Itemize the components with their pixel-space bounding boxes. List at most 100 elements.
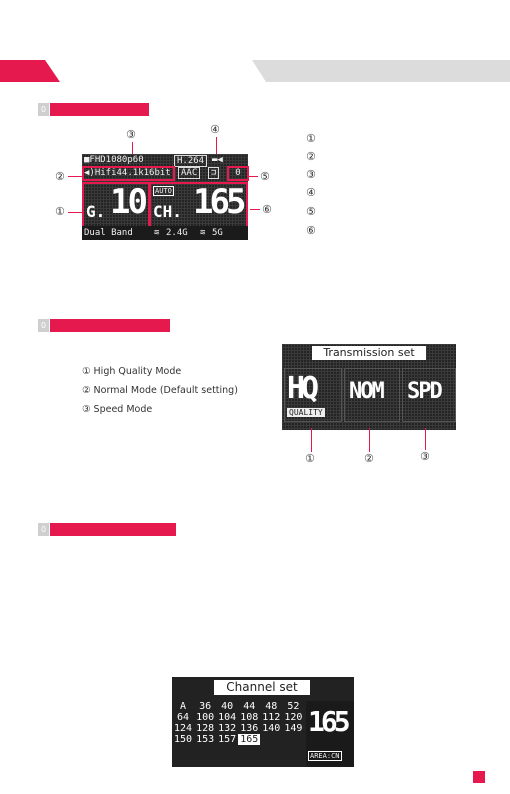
- channel-cell[interactable]: 136: [240, 723, 259, 734]
- callout-5: ⑤: [260, 170, 270, 183]
- legend-5: ⑤: [306, 205, 316, 218]
- mode-callout-2: ②: [364, 452, 374, 465]
- channel-box: AUTO CH. 165: [149, 182, 248, 228]
- band-5: 5G: [212, 228, 223, 238]
- mode-legend-3: ③ Speed Mode: [82, 404, 153, 415]
- mode-callout-1: ①: [305, 452, 315, 465]
- callout-3: ③: [126, 128, 136, 141]
- mode-hq-label: HQ: [287, 371, 319, 406]
- area-label: AREA:CN: [308, 751, 342, 761]
- mode-spd-label: SPD: [407, 379, 443, 404]
- channel-cell[interactable]: 128: [196, 723, 215, 734]
- channel-cell[interactable]: 150: [174, 734, 193, 745]
- channel-cell[interactable]: [260, 734, 282, 745]
- header-band: [252, 60, 510, 82]
- channel-cell[interactable]: 124: [174, 723, 193, 734]
- channel-value: 165: [193, 182, 246, 222]
- section-number-1: 0: [38, 103, 49, 116]
- audio-row: ◀)Hifi44.1k16bit: [82, 166, 175, 181]
- group-label: G.: [86, 202, 106, 221]
- video-format: FHD1080p60: [89, 155, 144, 165]
- channel-cell[interactable]: 157: [218, 734, 237, 745]
- section-title-bar-2: [50, 319, 170, 332]
- callout-line-3: [132, 142, 133, 155]
- channel-cell[interactable]: 153: [196, 734, 215, 745]
- channel-row: 124 128 132 136 140 149: [172, 723, 304, 734]
- channel-big-value: 165: [308, 705, 351, 738]
- channel-cell[interactable]: 48: [265, 701, 278, 712]
- mode-nom[interactable]: NOM: [344, 368, 400, 422]
- mode-callout-line-2: [369, 428, 370, 452]
- channel-screen: Channel set A 36 40 44 48 52 64 100 104 …: [172, 677, 354, 767]
- callout-line-2: [68, 176, 82, 177]
- wifi-icon-24: ≋: [154, 228, 160, 238]
- legend-4: ④: [306, 186, 316, 199]
- legend-6: ⑥: [306, 224, 316, 237]
- channel-cell[interactable]: 108: [240, 712, 259, 723]
- channel-row: 150 153 157 165: [172, 734, 304, 745]
- section-number-3: 0: [38, 523, 49, 536]
- mode-spd[interactable]: SPD: [402, 368, 456, 422]
- channel-cell[interactable]: 64: [177, 712, 190, 723]
- channel-cell-selected[interactable]: 165: [238, 734, 261, 745]
- band-label: Dual Band: [84, 228, 133, 238]
- mode-callout-line-3: [425, 428, 426, 450]
- channel-side-panel: 165 AREA:CN: [306, 701, 354, 767]
- codec: H.264: [174, 155, 208, 167]
- group-box: G. 10: [82, 182, 150, 228]
- channel-title: Channel set: [214, 680, 310, 695]
- auto-badge: AUTO: [153, 186, 174, 196]
- counter: 0: [227, 166, 249, 181]
- channel-cell[interactable]: 52: [287, 701, 300, 712]
- channel-row: A 36 40 44 48 52: [172, 701, 304, 712]
- channel-cell[interactable]: 149: [284, 723, 303, 734]
- speaker-icon: ◀): [84, 168, 95, 178]
- group-value: 10: [110, 182, 148, 222]
- legend-3: ③: [306, 168, 316, 181]
- channel-cell[interactable]: 104: [218, 712, 237, 723]
- transmission-title: Transmission set: [312, 346, 426, 360]
- channel-cell[interactable]: 100: [196, 712, 215, 723]
- wifi-icon-5: ≋: [200, 228, 206, 238]
- callout-1: ①: [55, 205, 65, 218]
- channel-row: 64 100 104 108 112 120: [172, 712, 304, 723]
- page-marker: [473, 771, 485, 783]
- channel-table: A 36 40 44 48 52 64 100 104 108 112 120 …: [172, 701, 304, 745]
- mode-callout-line-1: [311, 428, 312, 452]
- callout-6: ⑥: [262, 203, 272, 216]
- band-24: 2.4G: [166, 228, 188, 238]
- audio-codec: AAC: [178, 167, 201, 179]
- audio-format: Hifi44.1k16bit: [94, 168, 171, 178]
- channel-cell[interactable]: 36: [199, 701, 212, 712]
- legend-2: ②: [306, 150, 316, 163]
- callout-line-6: [250, 209, 260, 210]
- camera-icon: ■: [84, 155, 90, 165]
- header-accent: [0, 60, 60, 82]
- video-format-row: ■FHD1080p60: [84, 155, 144, 165]
- legend-1: ①: [306, 132, 316, 145]
- mode-legend-1: ① High Quality Mode: [82, 366, 182, 377]
- status-screen: ■FHD1080p60 H.264 ▬◀ ◀)Hifi44.1k16bit AA…: [82, 154, 249, 240]
- section-title-bar-3: [50, 523, 176, 536]
- callout-line-1: [68, 212, 82, 213]
- channel-label: CH.: [153, 202, 182, 221]
- mode-callout-3: ③: [420, 450, 430, 463]
- channel-cell[interactable]: 40: [221, 701, 234, 712]
- channel-cell[interactable]: A: [180, 701, 187, 712]
- channel-cell[interactable]: [282, 734, 304, 745]
- callout-line-4: [216, 137, 217, 155]
- section-title-bar-1: [50, 103, 149, 116]
- channel-cell[interactable]: 132: [218, 723, 237, 734]
- mode-legend-2: ② Normal Mode (Default setting): [82, 385, 238, 396]
- callout-4: ④: [210, 123, 220, 136]
- channel-cell[interactable]: 44: [243, 701, 256, 712]
- mode-hq[interactable]: HQ QUALITY: [284, 368, 342, 422]
- channel-cell[interactable]: 120: [284, 712, 303, 723]
- callout-2: ②: [55, 170, 65, 183]
- power-icon: ▬◀: [212, 155, 223, 165]
- quality-badge: QUALITY: [287, 408, 325, 417]
- channel-cell[interactable]: 140: [262, 723, 281, 734]
- loop-icon: ⊐: [208, 167, 220, 179]
- callout-line-5: [246, 176, 258, 177]
- channel-cell[interactable]: 112: [262, 712, 281, 723]
